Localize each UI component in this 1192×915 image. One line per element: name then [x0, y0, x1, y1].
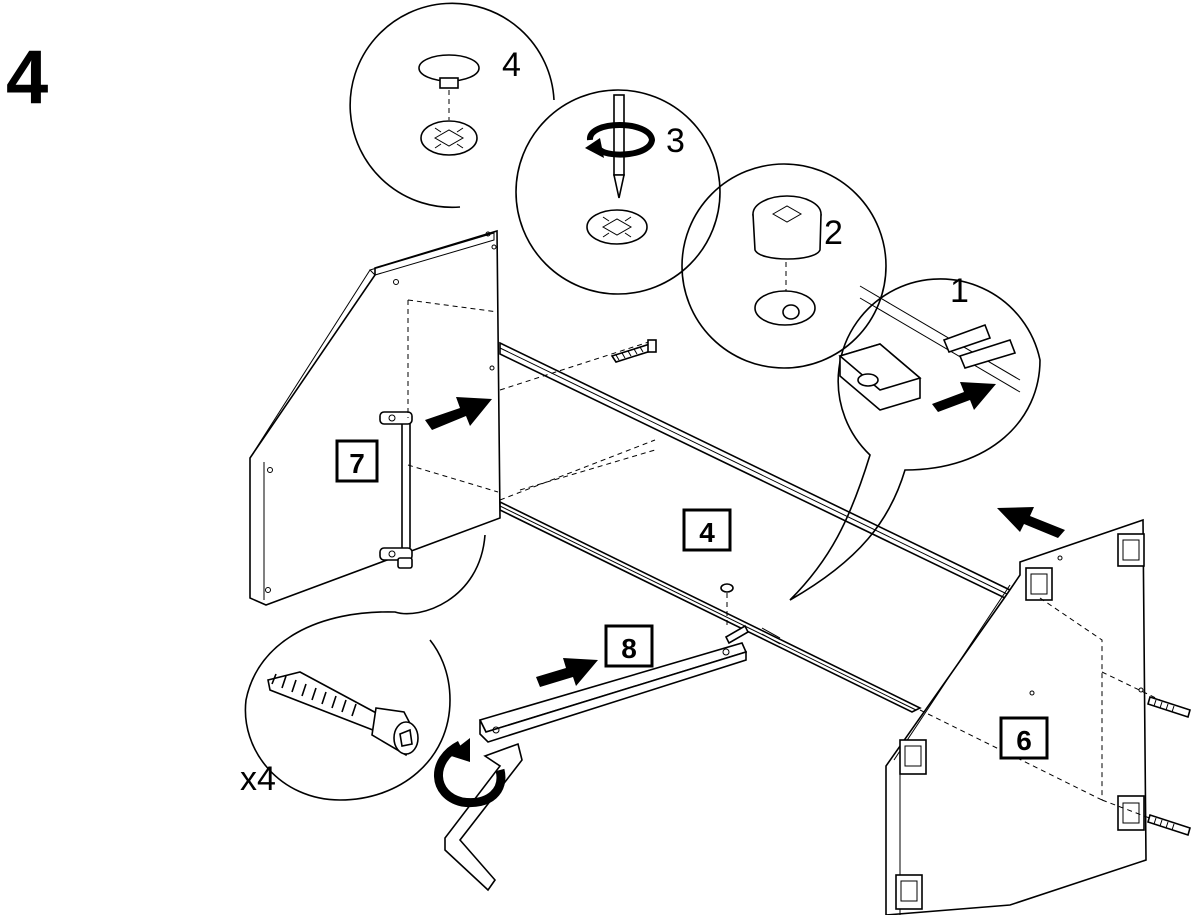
screw-icon [1147, 695, 1191, 837]
svg-text:7: 7 [349, 448, 365, 479]
rail-part-4 [499, 341, 1012, 713]
part-label-4: 4 [682, 508, 732, 552]
part-label-7: 7 [335, 439, 379, 483]
svg-text:8: 8 [621, 633, 637, 664]
svg-text:6: 6 [1016, 725, 1032, 756]
svg-text:1: 1 [950, 272, 969, 310]
step-number: 4 [6, 35, 49, 120]
screw-icon [610, 339, 657, 363]
screwdriver-icon [613, 94, 625, 199]
quantity-label: x4 [240, 760, 276, 798]
svg-text:2: 2 [824, 214, 843, 252]
arrow-icon [997, 507, 1065, 538]
part-label-6: 6 [999, 716, 1049, 760]
arrow-icon [932, 382, 996, 412]
svg-text:4: 4 [699, 517, 715, 548]
cam-lock-icon [895, 533, 1145, 910]
arrow-icon [425, 397, 492, 430]
svg-text:3: 3 [666, 122, 685, 160]
svg-text:4: 4 [502, 46, 521, 84]
arrow-icon [536, 658, 598, 687]
bar-part-8 [478, 642, 748, 743]
side-panel-part-7 [249, 229, 501, 606]
dowel-icon [942, 323, 1017, 369]
cover-cap-icon [720, 583, 734, 628]
screw-detail: x4 [240, 534, 486, 801]
detail-2: 2 [681, 163, 887, 369]
screw-icon [267, 671, 419, 757]
rotate-icon [434, 738, 506, 808]
detail-3: 3 [515, 89, 721, 295]
part-label-8: 8 [604, 624, 654, 668]
detail-1: 1 [789, 272, 1041, 601]
cam-lock-icon [752, 195, 822, 260]
allen-key-icon [444, 742, 523, 892]
detail-4: 4 [349, 2, 555, 209]
